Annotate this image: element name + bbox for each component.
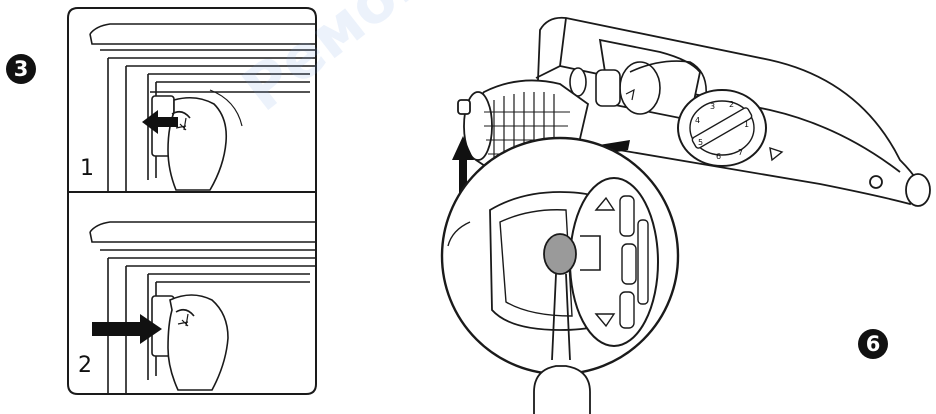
sub-step-label: 2 [78,353,92,378]
lamp-socket [569,60,707,115]
hand-pull-light-cover [151,89,243,191]
left-panel-frame [67,7,317,395]
step-number-badge: 6 [858,329,888,359]
thermostat-dial [677,89,784,167]
arrow-push-right [92,314,162,344]
hand-push-light-cover [151,294,229,391]
appliance-top-view-1 [89,23,316,192]
dial-number: 1 [744,120,750,129]
arrow-pull-left [142,110,178,134]
arrow-cover-up [452,136,474,216]
dial-number: 6 [716,152,722,161]
step-number-badge: 3 [6,54,36,84]
dial-number: 5 [698,138,704,147]
sub-step-label: 1 [80,156,94,181]
dial-number: 2 [729,100,735,109]
dial-number: 4 [695,116,701,125]
screwdriver [533,233,591,414]
dial-number: 7 [738,148,744,157]
dial-number: 3 [710,102,716,111]
appliance-top-view-2 [89,221,316,394]
